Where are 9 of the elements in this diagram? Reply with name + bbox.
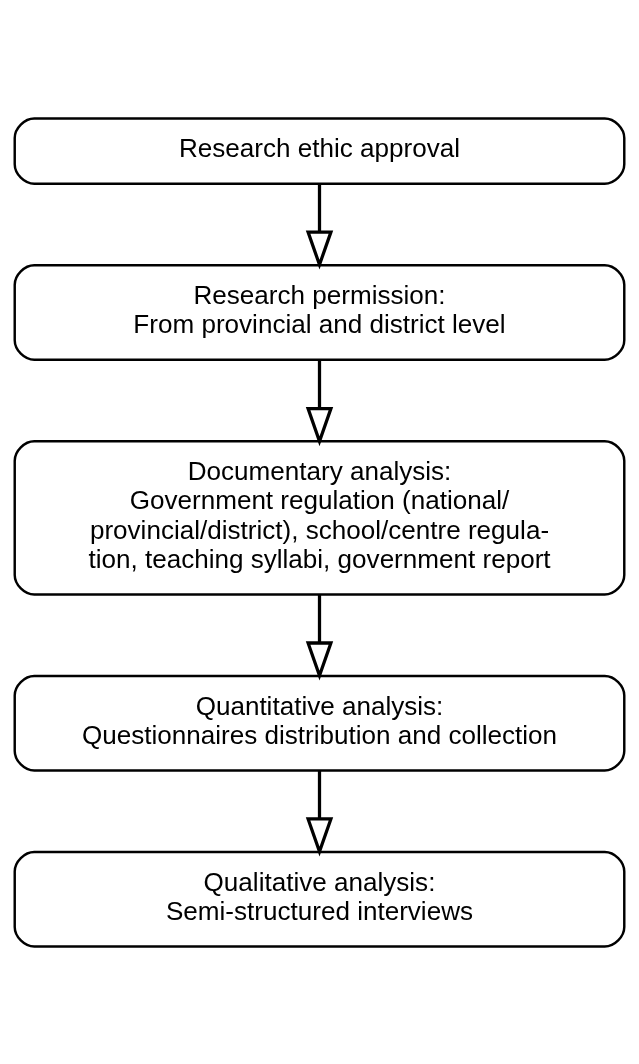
node-box: Research permission: From provincial and district level <box>13 263 626 361</box>
node-box: Quantitative analysis: Questionnaires distribution and collection <box>13 674 626 772</box>
arrow <box>305 770 334 856</box>
node-box: Research ethic approval <box>13 116 626 185</box>
arrow <box>305 359 334 446</box>
arrow <box>305 183 334 270</box>
node-box: Qualitative analysis: Semi-structured interviews <box>13 850 626 948</box>
arrow <box>305 594 334 681</box>
node-box: Documentary analysis: Government regulation (national/ provincial/district), school/centre regula- tion, teaching syllabi, government report <box>13 439 626 596</box>
